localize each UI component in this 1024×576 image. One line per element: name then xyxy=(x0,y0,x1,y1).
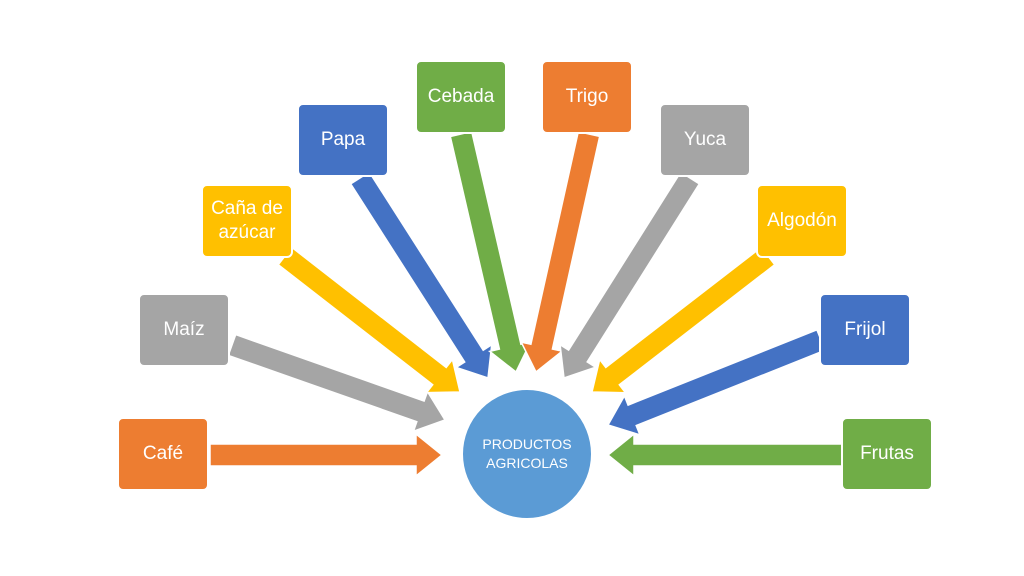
node-label: Frutas xyxy=(860,443,914,464)
node-cana: Caña de azúcar xyxy=(201,184,293,258)
arrow-frutas xyxy=(606,432,843,478)
node-cebada: Cebada xyxy=(415,60,507,134)
node-trigo: Trigo xyxy=(541,60,633,134)
node-frijol: Frijol xyxy=(819,293,911,367)
node-maiz: Maíz xyxy=(138,293,230,367)
arrow-papa xyxy=(349,171,493,380)
node-yuca: Yuca xyxy=(659,103,751,177)
node-label: Cebada xyxy=(427,86,495,107)
node-label: Café xyxy=(142,443,184,464)
node-label: Trigo xyxy=(565,86,609,107)
arrow-cafe xyxy=(209,432,444,478)
arrow-algodon xyxy=(591,246,776,394)
node-label: Maíz xyxy=(163,319,205,340)
arrow-trigo xyxy=(519,130,601,374)
arrow-cebada xyxy=(449,130,532,374)
arrow-yuca xyxy=(559,171,701,380)
arrow-frijol xyxy=(606,328,827,437)
node-label: Caña de azúcar xyxy=(211,198,283,243)
center-circle: PRODUCTOS AGRICOLAS xyxy=(461,388,593,520)
center-label: PRODUCTOS AGRICOLAS xyxy=(482,436,572,471)
node-label: Papa xyxy=(320,129,366,150)
node-papa: Papa xyxy=(297,103,389,177)
arrow-cana xyxy=(277,246,461,394)
node-algodon: Algodón xyxy=(756,184,848,258)
node-cafe: Café xyxy=(117,417,209,491)
node-label: Frijol xyxy=(844,319,886,340)
node-label: Yuca xyxy=(683,129,727,150)
arrow-maiz xyxy=(227,333,447,433)
node-frutas: Frutas xyxy=(841,417,933,491)
node-label: Algodón xyxy=(767,210,837,231)
